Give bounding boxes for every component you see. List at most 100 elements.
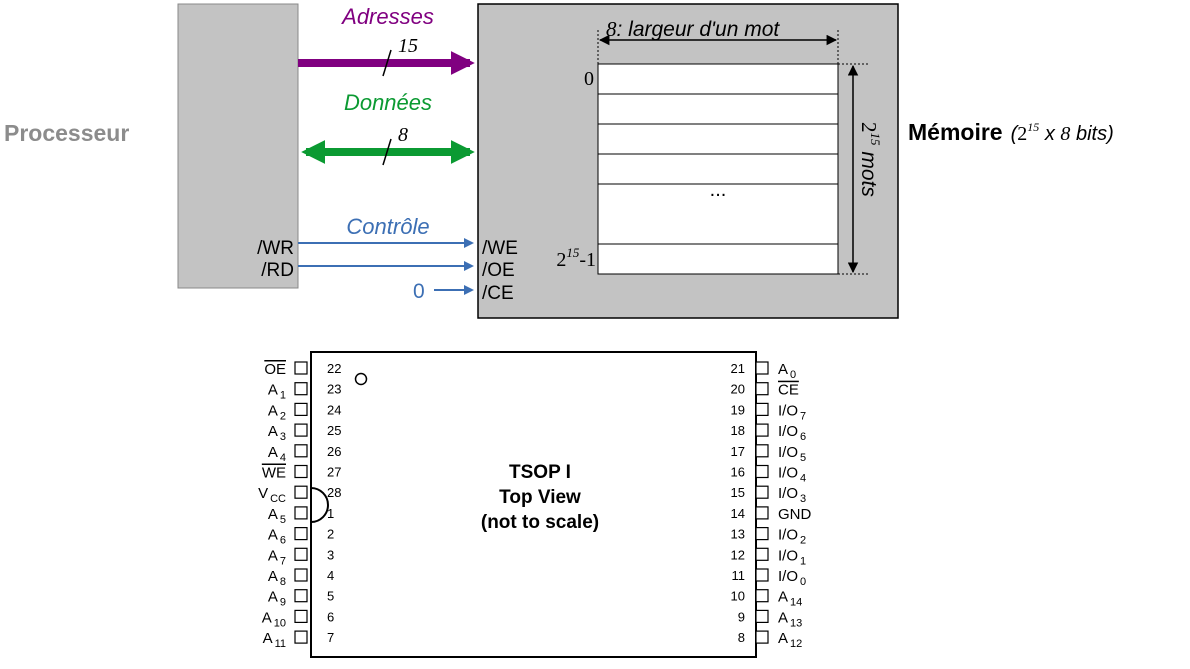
pin-ce: CE 20 <box>731 382 799 399</box>
word-width-label: 8: largeur d'un mot <box>606 17 780 41</box>
pin-number: 12 <box>731 547 745 562</box>
pin-pad <box>755 402 769 416</box>
address-bus-slash <box>382 49 392 77</box>
processor-label: Processeur <box>4 120 129 146</box>
pin-number: 16 <box>731 465 745 480</box>
pin-pad <box>294 609 308 624</box>
data-bus-width: 8 <box>398 124 408 146</box>
pin-number: 6 <box>327 609 334 624</box>
pin-label: CE <box>778 382 799 399</box>
pin-label: WE <box>262 465 286 482</box>
control-bus-label: Contrôle <box>346 214 429 239</box>
pin-number: 20 <box>731 382 745 397</box>
ce-zero-value: 0 <box>413 280 425 303</box>
pin-pad <box>294 589 308 603</box>
pin-pad <box>755 423 769 437</box>
tsop-title: TSOP I <box>509 462 571 483</box>
pin-pad <box>755 485 769 499</box>
tsop-scale-note: (not to scale) <box>481 512 599 533</box>
pin-pad <box>755 630 769 644</box>
pin-pad <box>294 568 308 582</box>
row-first-index: 0 <box>584 68 594 90</box>
row-last-index: 215-1 <box>556 245 596 271</box>
package-notch <box>310 487 329 523</box>
pin-pad <box>755 547 769 561</box>
data-bus-label: Données <box>344 90 432 115</box>
word-count-dimension <box>838 63 870 275</box>
pin-pad <box>755 444 769 458</box>
pin-number: 24 <box>327 402 341 417</box>
pin-pad <box>755 361 769 375</box>
pin-number: 28 <box>327 485 341 500</box>
pin-number: 15 <box>731 485 745 500</box>
word-count-label: 215 mots <box>857 122 883 197</box>
memory-array <box>597 63 839 275</box>
pin-number: 18 <box>731 423 745 438</box>
pin-number: 3 <box>327 547 334 562</box>
pin-pad <box>294 547 308 561</box>
pin-pad <box>294 402 308 416</box>
data-bus-slash <box>382 138 392 166</box>
pin-pad <box>755 568 769 582</box>
pin-number: 26 <box>327 444 341 459</box>
pin-number: 27 <box>327 465 341 480</box>
processor-block <box>177 3 299 289</box>
pin-pad <box>755 526 769 541</box>
tsop-package-body <box>310 351 757 658</box>
pin-number: 7 <box>327 630 334 645</box>
address-bus-label: Adresses <box>340 4 434 29</box>
pin-label: OE <box>264 361 286 378</box>
pin-number: 9 <box>738 609 745 624</box>
pin-pad <box>294 506 308 520</box>
pin-pad <box>294 361 308 375</box>
pin-number: 4 <box>327 568 334 583</box>
pin-number: 23 <box>327 382 341 397</box>
signal-oe: /OE <box>482 260 515 281</box>
pin-pad <box>294 423 308 437</box>
pin-pad <box>294 485 308 499</box>
signal-ce: /CE <box>482 283 514 304</box>
pin-pad <box>294 630 308 644</box>
pin-pad <box>755 506 769 520</box>
pin-number: 5 <box>327 589 334 604</box>
pin-number: 22 <box>327 361 341 376</box>
pin-number: 1 <box>327 506 334 521</box>
pin1-indicator-circle <box>354 372 368 386</box>
pin-number: 13 <box>731 527 745 542</box>
pin-pad <box>755 589 769 603</box>
memory-label: Mémoire(215 x 8 bits) <box>908 119 1114 145</box>
pin-label: GND <box>778 506 812 523</box>
word-width-dimension <box>597 30 839 64</box>
